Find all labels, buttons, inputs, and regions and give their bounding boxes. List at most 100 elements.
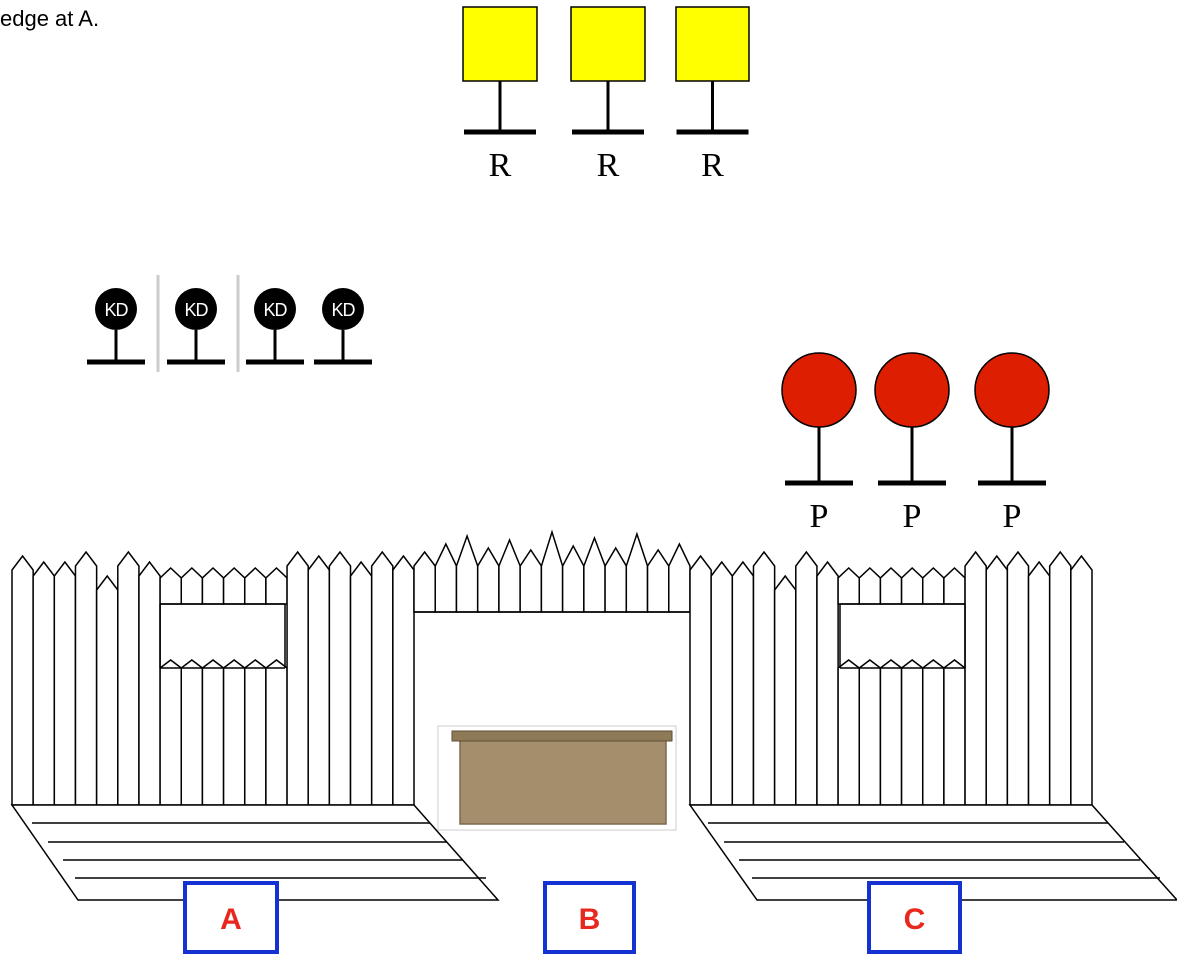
fence-picket [243, 566, 267, 605]
position-label-text: B [579, 903, 601, 936]
popper-target: P [781, 352, 857, 535]
shooting-area-floor [688, 804, 1177, 901]
fence-picket [583, 535, 606, 613]
paper-target-face [462, 6, 538, 82]
fence-picket [180, 659, 204, 806]
kd-target: KD [314, 288, 372, 365]
fence-picket [964, 550, 987, 806]
fence-picket [201, 659, 225, 806]
fence-picket [668, 542, 691, 613]
fence-picket [689, 554, 712, 806]
paper-target-label: R [489, 147, 512, 184]
barricade-box [459, 739, 667, 825]
position-label-box [543, 881, 636, 954]
caption-text: edge at A. [0, 6, 100, 31]
fence-picket [180, 566, 204, 605]
fence-picket [159, 566, 183, 605]
fence-picket [752, 550, 776, 806]
popper-label: P [1003, 498, 1022, 535]
fence-picket [1027, 560, 1051, 806]
barricade [437, 725, 677, 831]
fence-picket [74, 550, 98, 806]
wall-right [689, 550, 1093, 806]
fence-picket [476, 546, 500, 613]
fence-picket [32, 560, 56, 806]
position-label-box [867, 881, 962, 954]
kd-target: KD [167, 288, 225, 365]
fence-picket [837, 659, 861, 806]
fence-picket [773, 574, 797, 806]
kd-target: KD [87, 288, 145, 365]
popper-label: P [810, 498, 829, 535]
fence-picket [95, 574, 119, 806]
barricade-lid [451, 730, 673, 742]
fence-picket [53, 560, 77, 806]
kd-target-face [254, 288, 296, 330]
fence-picket [943, 659, 966, 806]
wall-left [11, 550, 415, 806]
kd-targets: KD KD KD KD [87, 275, 372, 372]
fence-picket [328, 550, 352, 806]
position-label-text: A [220, 903, 242, 936]
fence-picket [413, 550, 436, 613]
fence-picket [1048, 550, 1072, 806]
kd-target-label: KD [104, 300, 128, 320]
fence-picket [858, 659, 882, 806]
kd-target-label: KD [184, 300, 208, 320]
fence-picket [900, 659, 924, 806]
kd-target-face [175, 288, 217, 330]
paper-target: R [462, 6, 538, 184]
fence-picket [117, 550, 140, 806]
popper-label: P [903, 498, 922, 535]
fence-picket [286, 550, 309, 806]
fence-picket [858, 566, 882, 605]
position-label-b: B [543, 881, 636, 954]
kd-target: KD [246, 288, 304, 365]
fence-picket [307, 554, 331, 806]
fence-picket [265, 566, 288, 605]
fence-picket [985, 554, 1009, 806]
fence-picket [159, 659, 183, 806]
position-label-c: C [867, 881, 962, 954]
fence-picket [900, 566, 924, 605]
fence-picket [434, 542, 458, 613]
fence-picket [731, 560, 755, 806]
fence-picket [795, 550, 818, 806]
fence-picket [921, 659, 945, 806]
fence-picket [943, 566, 966, 605]
kd-target-label: KD [263, 300, 287, 320]
fence-picket [455, 533, 479, 613]
fence-picket [392, 554, 415, 806]
kd-target-label: KD [331, 300, 355, 320]
popper-target: P [874, 352, 950, 535]
popper-face [781, 352, 857, 428]
position-label-a: A [183, 881, 279, 954]
position-label-text: C [904, 903, 926, 936]
fence-picket [370, 550, 394, 806]
wall-middle [413, 529, 691, 613]
fence-picket [540, 529, 564, 613]
paper-target-face [675, 6, 750, 82]
fence-picket [625, 531, 649, 613]
fence-picket [1006, 550, 1030, 806]
fence-picket [222, 566, 246, 605]
fence-picket [243, 659, 267, 806]
fence-picket [816, 560, 839, 806]
popper-face [974, 352, 1050, 428]
fence-picket [1070, 554, 1093, 806]
fence-picket [498, 538, 521, 613]
fence-picket [879, 659, 903, 806]
popper-target: P [974, 352, 1050, 535]
paper-target-label: R [701, 147, 724, 184]
fence-picket [349, 560, 373, 806]
shooting-area-right [688, 804, 1177, 901]
kd-target-face [95, 288, 137, 330]
fence-picket [561, 544, 585, 613]
fence-picket [11, 554, 34, 806]
fence-picket [265, 659, 288, 806]
paper-target-face [570, 6, 646, 82]
shooting-area-floor [10, 804, 500, 901]
